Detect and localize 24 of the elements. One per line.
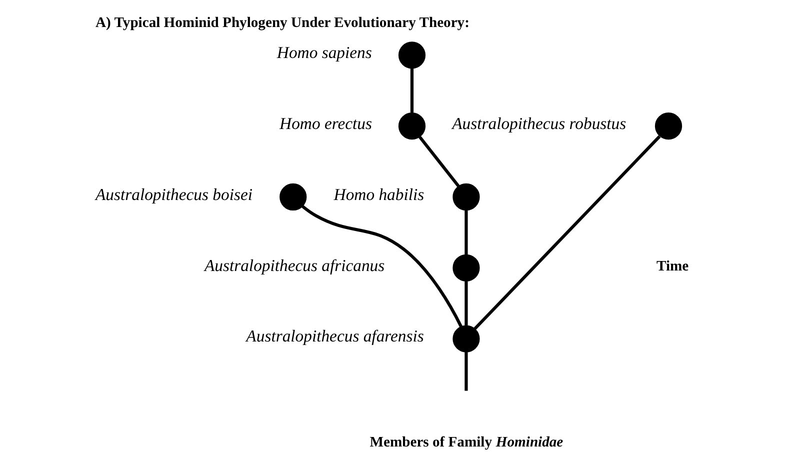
connector [464, 210, 468, 255]
node-circle [654, 112, 682, 140]
label: Members of Family Hominidae [370, 434, 564, 451]
node-circle [452, 325, 480, 352]
node-label: Australopithecus afarensis [246, 326, 424, 346]
node-circle [280, 183, 307, 211]
node-label: Homo habilis [334, 184, 424, 204]
connector [474, 135, 661, 330]
node-label: Australopithecus robustus [452, 114, 626, 133]
node-label: Homo sapiens [276, 43, 372, 62]
connector [418, 136, 460, 188]
node-label: Homo erectus [280, 114, 372, 133]
connector [302, 205, 462, 328]
connector [464, 352, 468, 391]
node-circle [398, 42, 426, 69]
node-circle [398, 112, 426, 140]
node-circle [452, 183, 480, 211]
connector [464, 281, 468, 326]
node-label: Australopithecus africanus [204, 256, 385, 275]
node-label: Australopithecus boisei [96, 184, 252, 204]
connector [410, 68, 414, 113]
diagram-title: A) Typical Hominid Phylogeny Under Evolutionary Theory: [96, 15, 470, 32]
node-circle [452, 254, 480, 282]
label: Time [656, 258, 689, 275]
